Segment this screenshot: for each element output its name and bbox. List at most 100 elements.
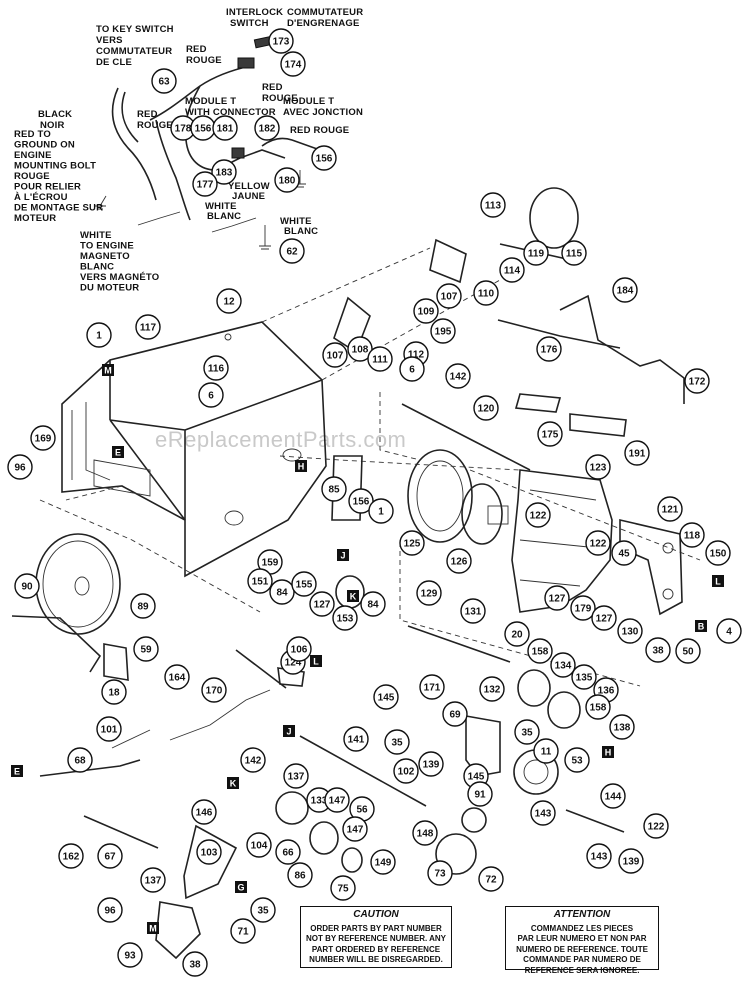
connector-part [237,57,255,69]
callout-circle [247,568,273,594]
callout-circle [133,636,159,662]
callout-circle [591,605,617,631]
callout-number: 96 [104,906,116,917]
callout-number: 145 [468,772,485,783]
callout-number: 18 [108,688,120,699]
callout-number: 113 [485,201,502,212]
callout-circle [504,621,530,647]
callout-number: 35 [521,728,533,739]
callout-number: 72 [485,875,497,886]
callout-circle [499,257,525,283]
rod-184 [559,294,685,404]
letter-tag-l: L [712,575,724,587]
callout-circle [347,336,373,362]
callout-circle [716,618,742,644]
label-key-switch-2: COMMUTATEUR [96,46,172,57]
letter-tag-text: J [286,727,291,737]
callout-number: 121 [662,505,679,516]
callout-119: 119 [523,240,549,266]
callout-174: 174 [280,51,306,77]
callout-177: 177 [192,171,218,197]
callout-number: 63 [158,77,170,88]
callout-153: 153 [332,605,358,631]
callout-62: 62 [279,238,305,264]
callout-circle [367,346,393,372]
callout-129: 129 [416,580,442,606]
callout-103: 103 [196,839,222,865]
callout-number: 158 [532,647,549,658]
callout-circle [368,498,394,524]
callout-137: 137 [283,763,309,789]
callout-35: 35 [514,719,540,745]
label-ground-2: ENGINE [14,150,52,161]
callout-number: 114 [504,266,521,277]
label-magneto-5: DU MOTEUR [80,283,139,294]
callout-number: 142 [450,372,467,383]
letter-tag-text: J [340,551,345,561]
callout-circle [399,530,425,556]
callout-20: 20 [504,621,530,647]
callout-123: 123 [585,454,611,480]
callout-115: 115 [561,240,587,266]
callout-11: 11 [533,738,559,764]
label-white-2b: BLANC [284,226,318,237]
callout-number: 35 [257,906,269,917]
callout-number: 127 [549,594,566,605]
callout-35: 35 [250,897,276,923]
flange-115 [529,187,579,249]
callout-number: 139 [423,760,440,771]
letter-tag-box [102,364,114,376]
callout-number: 183 [216,168,233,179]
callout-circle [418,751,444,777]
letter-tag-text: H [605,748,612,758]
label-ground-5: POUR RELIER [14,182,81,193]
callout-number: 85 [328,485,340,496]
callout-circle [585,454,611,480]
label-magneto-4: VERS MAGNÉTO [80,272,159,283]
callout-number: 178 [175,124,192,135]
callout-number: 176 [541,345,558,356]
letter-tag-box [227,777,239,789]
callout-circle [279,238,305,264]
letter-tag-text: H [298,462,305,472]
callout-number: 107 [441,292,458,303]
callout-number: 4 [726,627,732,638]
callout-number: 147 [347,825,364,836]
letter-tag-box [337,549,349,561]
rail-175 [497,319,621,349]
callout-number: 1 [378,507,384,518]
letter-tag-box [602,746,614,758]
callout-121: 121 [657,496,683,522]
callout-180: 180 [274,167,300,193]
label-white-2a: WHITE [280,216,312,227]
callout-circle [370,849,396,875]
attention-box: ATTENTION COMMANDEZ LES PIECES PAR LEUR … [505,906,659,975]
callout-156: 156 [311,145,337,171]
callout-circle [609,714,635,740]
callout-circle [330,875,356,901]
label-interlock-0: INTERLOCK [226,7,283,18]
callout-circle [343,726,369,752]
label-red-rouge-4: RED ROUGE [290,125,349,136]
callout-number: 195 [435,327,452,338]
callout-number: 141 [348,735,365,746]
callout-circle [467,781,493,807]
callout-142: 142 [445,363,471,389]
callout-number: 45 [618,549,630,560]
callout-6: 6 [399,356,425,382]
callout-number: 134 [555,661,572,672]
callout-number: 112 [408,350,425,361]
callout-circle [101,679,127,705]
callout-circle [412,820,438,846]
letter-tag-m: M [102,364,114,376]
callout-number: 151 [252,577,269,588]
callout-number: 38 [652,646,664,657]
callout-126: 126 [446,548,472,574]
callout-circle [332,605,358,631]
label-black-0: BLACK [38,109,72,120]
callout-circle [550,652,576,678]
